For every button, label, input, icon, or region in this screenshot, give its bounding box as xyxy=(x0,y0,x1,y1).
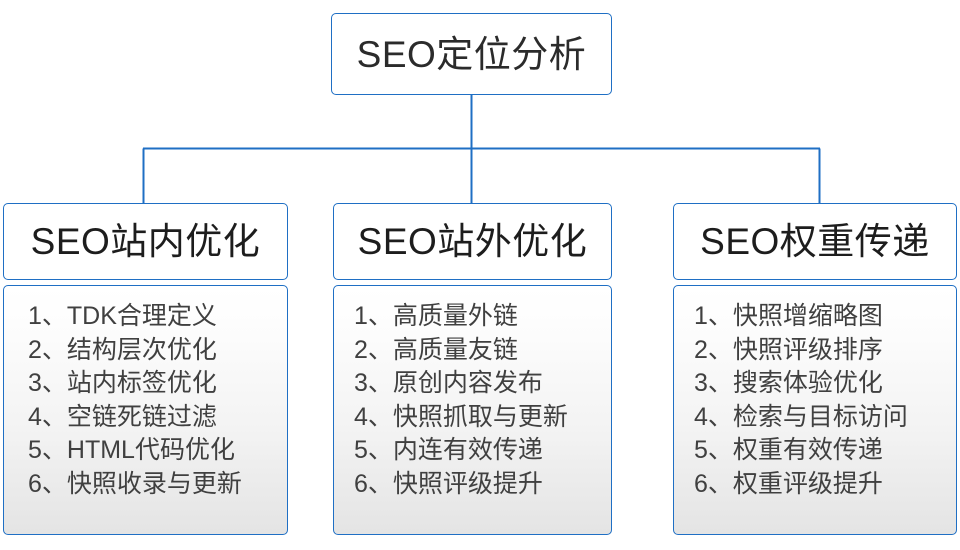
list-item: 1、高质量外链 xyxy=(354,302,518,330)
list-item: 5、内连有效传递 xyxy=(354,436,543,464)
branch-body-2: 1、高质量外链 2、高质量友链 3、原创内容发布 4、快照抓取与更新 5、内连有… xyxy=(333,285,612,535)
branch-body-1: 1、TDK合理定义 2、结构层次优化 3、站内标签优化 4、空链死链过滤 5、H… xyxy=(3,285,288,535)
branch-column-1: SEO站内优化 1、TDK合理定义 2、结构层次优化 3、站内标签优化 4、空链… xyxy=(3,203,288,535)
branch-header-2: SEO站外优化 xyxy=(333,203,612,280)
branch-list-2: 1、高质量外链 2、高质量友链 3、原创内容发布 4、快照抓取与更新 5、内连有… xyxy=(334,300,611,501)
list-item: 5、权重有效传递 xyxy=(694,436,883,464)
branch-column-3: SEO权重传递 1、快照增缩略图 2、快照评级排序 3、搜索体验优化 4、检索与… xyxy=(673,203,957,535)
list-item: 3、站内标签优化 xyxy=(28,369,217,397)
branch-header-label-2: SEO站外优化 xyxy=(357,221,588,262)
list-item: 2、高质量友链 xyxy=(354,335,518,364)
list-item: 2、快照评级排序 xyxy=(694,335,883,364)
branch-header-label-1: SEO站内优化 xyxy=(30,221,261,262)
list-item: 1、快照增缩略图 xyxy=(694,302,883,330)
list-item: 6、权重评级提升 xyxy=(694,469,883,498)
root-node: SEO定位分析 xyxy=(331,13,612,95)
branch-column-2: SEO站外优化 1、高质量外链 2、高质量友链 3、原创内容发布 4、快照抓取与… xyxy=(333,203,612,535)
branch-header-3: SEO权重传递 xyxy=(673,203,957,280)
list-item: 2、结构层次优化 xyxy=(28,335,217,364)
branch-list-3: 1、快照增缩略图 2、快照评级排序 3、搜索体验优化 4、检索与目标访问 5、权… xyxy=(674,300,956,501)
list-item: 4、空链死链过滤 xyxy=(28,402,217,431)
branch-header-1: SEO站内优化 xyxy=(3,203,288,280)
branch-header-label-3: SEO权重传递 xyxy=(700,221,930,262)
list-item: 4、检索与目标访问 xyxy=(694,402,908,431)
list-item: 6、快照评级提升 xyxy=(354,469,543,498)
list-item: 1、TDK合理定义 xyxy=(28,302,217,330)
list-item: 6、快照收录与更新 xyxy=(28,469,242,498)
list-item: 3、搜索体验优化 xyxy=(694,369,883,397)
list-item: 5、HTML代码优化 xyxy=(28,436,235,464)
branch-body-3: 1、快照增缩略图 2、快照评级排序 3、搜索体验优化 4、检索与目标访问 5、权… xyxy=(673,285,957,535)
branch-list-1: 1、TDK合理定义 2、结构层次优化 3、站内标签优化 4、空链死链过滤 5、H… xyxy=(4,300,287,501)
root-node-label: SEO定位分析 xyxy=(356,33,587,75)
list-item: 4、快照抓取与更新 xyxy=(354,402,568,431)
list-item: 3、原创内容发布 xyxy=(354,369,543,397)
